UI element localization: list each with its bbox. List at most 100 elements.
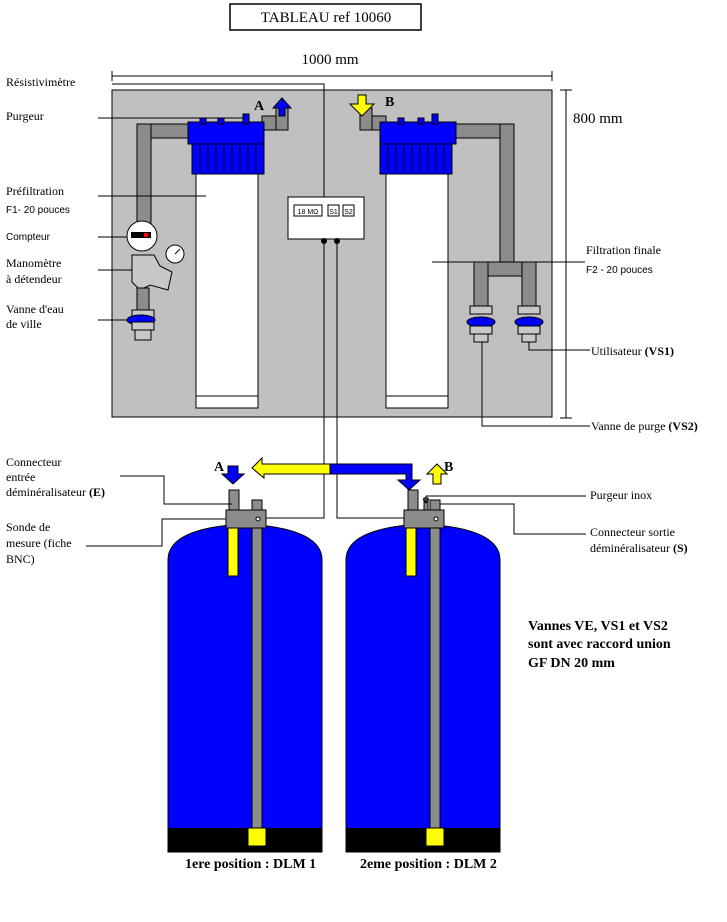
- label-filtration-finale-size: F2 - 20 pouces: [586, 265, 653, 276]
- vanne-ville-bottom: [131, 321, 155, 331]
- label-connecteur-entree-1: Connecteur: [6, 455, 61, 469]
- arrow-b-bottom: [425, 463, 449, 485]
- pipe-left-side-vertical: [136, 123, 152, 229]
- label-purgeur: Purgeur: [6, 109, 44, 123]
- compteur-display: [131, 232, 151, 238]
- label-connecteur-sortie-1: Connecteur sortie: [590, 525, 675, 539]
- final-filter-cap-tab-1: [397, 117, 405, 125]
- tank-dlm1-head-screw: [255, 516, 261, 522]
- prefilter-head: [187, 121, 265, 145]
- label-connecteur-sortie-2: déminéralisateur(S): [590, 541, 688, 555]
- vanne-user-bottom: [517, 325, 541, 335]
- arrow-b-top: [348, 94, 376, 117]
- label-connecteur-entree-3: déminéralisateur(E): [6, 485, 105, 499]
- pipe-right-side-vertical: [499, 123, 515, 275]
- resistivimetre-s1: S1: [329, 209, 338, 216]
- label-vanne-purge-text: Vanne de purge: [591, 419, 665, 433]
- label-vanne-eau-ville: de ville: [6, 317, 42, 331]
- prefilter-bowl: [195, 173, 259, 409]
- connecteur-entree: [228, 489, 240, 511]
- vanne-purge-outlet: [473, 333, 489, 343]
- marker-b-bottom: B: [444, 460, 453, 475]
- probe-cable-1: [262, 241, 325, 519]
- label-connecteur-entree-code: (E): [89, 485, 105, 499]
- tank-dlm2-inlet: [407, 489, 419, 511]
- caption-position-1: 1ere position : DLM 1: [185, 857, 316, 872]
- label-resistivimetre: Résistivimètre: [6, 75, 75, 89]
- label-manometre: Manomètre: [6, 256, 61, 270]
- vanne-purge-bottom: [469, 325, 493, 335]
- marker-a-bottom: A: [214, 460, 225, 475]
- tank-dlm1-base: [168, 828, 322, 852]
- label-prefiltration-size: F1- 20 pouces: [6, 205, 70, 216]
- label-vanne-purge-code: (VS2): [668, 419, 697, 433]
- label-filtration-finale: Filtration finale: [586, 243, 661, 257]
- probe-cable-2: [336, 241, 404, 519]
- manometre-needle: [174, 248, 181, 255]
- label-prefiltration: Préfiltration: [6, 184, 64, 198]
- leader-connecteur-entree: [120, 475, 232, 505]
- label-connecteur-sortie-text: déminéralisateur: [590, 541, 670, 555]
- leader-purgeur-inox-arrow: [422, 496, 430, 504]
- tank-dlm2-riser-tube: [429, 523, 441, 845]
- resistivimetre-box: [287, 196, 365, 240]
- vanne-purge-top: [469, 305, 493, 315]
- label-manometre-detendeur: à détendeur: [6, 272, 62, 286]
- tank-dlm1-riser-tube: [251, 523, 263, 845]
- note-line-3: GF DN 20 mm: [528, 656, 615, 671]
- tank-dlm2-probe-thread: [405, 527, 417, 577]
- final-filter-ring: [379, 143, 453, 175]
- panel: [111, 89, 553, 418]
- label-connecteur-sortie-code: (S): [673, 541, 688, 555]
- caption-position-2: 2eme position : DLM 2: [360, 857, 497, 872]
- resistivimetre-leader: [112, 83, 325, 197]
- title-box: [229, 3, 422, 31]
- resistivimetre-s1-box: [327, 204, 340, 217]
- label-utilisateur: Utilisateur(VS1): [591, 344, 674, 358]
- final-filter-ring-ribs: [387, 146, 445, 172]
- label-utilisateur-code: (VS1): [645, 344, 674, 358]
- prefilter-ring-ribs: [199, 146, 257, 172]
- purgeur-valve: [242, 113, 250, 125]
- leader-sonde: [86, 518, 226, 547]
- arrow-a-bottom: [220, 465, 246, 485]
- resistivimetre-reading: 18 MΩ: [298, 209, 319, 216]
- tank-dlm1-strainer: [247, 827, 267, 847]
- pipe-left-down: [136, 287, 150, 311]
- width-dimension-label: 1000 mm: [301, 52, 358, 68]
- tank-dlm2: [345, 523, 501, 853]
- transfer-arrow-yellow: [251, 456, 331, 480]
- manometre-body: [131, 254, 173, 291]
- tank-dlm1-outlet: [251, 499, 263, 511]
- pipe-right-branch-user: [521, 261, 537, 307]
- prefilter-cap-tab-1: [199, 117, 207, 125]
- label-utilisateur-text: Utilisateur: [591, 344, 642, 358]
- label-compteur: Compteur: [6, 232, 51, 243]
- tank-dlm2-strainer: [425, 827, 445, 847]
- label-purgeur-inox: Purgeur inox: [590, 488, 652, 502]
- tank-dlm2-base: [346, 828, 500, 852]
- leader-connecteur-sortie: [440, 503, 586, 535]
- transfer-arrow-blue: [329, 463, 422, 491]
- note-line-2: sont avec raccord union: [528, 637, 671, 652]
- leader-utilisateur: [528, 342, 590, 351]
- label-vanne-eau: Vanne d'eau: [6, 302, 64, 316]
- resistivimetre-s2-box: [342, 204, 355, 217]
- title: TABLEAU ref 10060: [261, 10, 391, 26]
- final-filter-cap-tab-3: [431, 113, 439, 125]
- marker-b-top: B: [385, 95, 394, 110]
- label-connecteur-entree-2: entrée: [6, 470, 35, 484]
- leader-vanne-purge: [481, 342, 590, 427]
- resistivimetre-s2: S2: [344, 209, 353, 216]
- pipe-right-branch-purge: [473, 261, 489, 307]
- tank-dlm1: [167, 523, 323, 853]
- prefilter-cap-tab-2: [217, 117, 225, 125]
- label-sonde-1: Sonde de: [6, 520, 50, 534]
- height-dimension-label: 800 mm: [573, 111, 623, 127]
- label-connecteur-entree-text: déminéralisateur: [6, 485, 86, 499]
- prefilter-ring: [191, 143, 265, 175]
- label-vanne-purge: Vanne de purge(VS2): [591, 419, 698, 433]
- tank-dlm2-head-screw: [433, 516, 439, 522]
- final-filter-head: [379, 121, 457, 145]
- connecteur-sortie: [429, 499, 441, 511]
